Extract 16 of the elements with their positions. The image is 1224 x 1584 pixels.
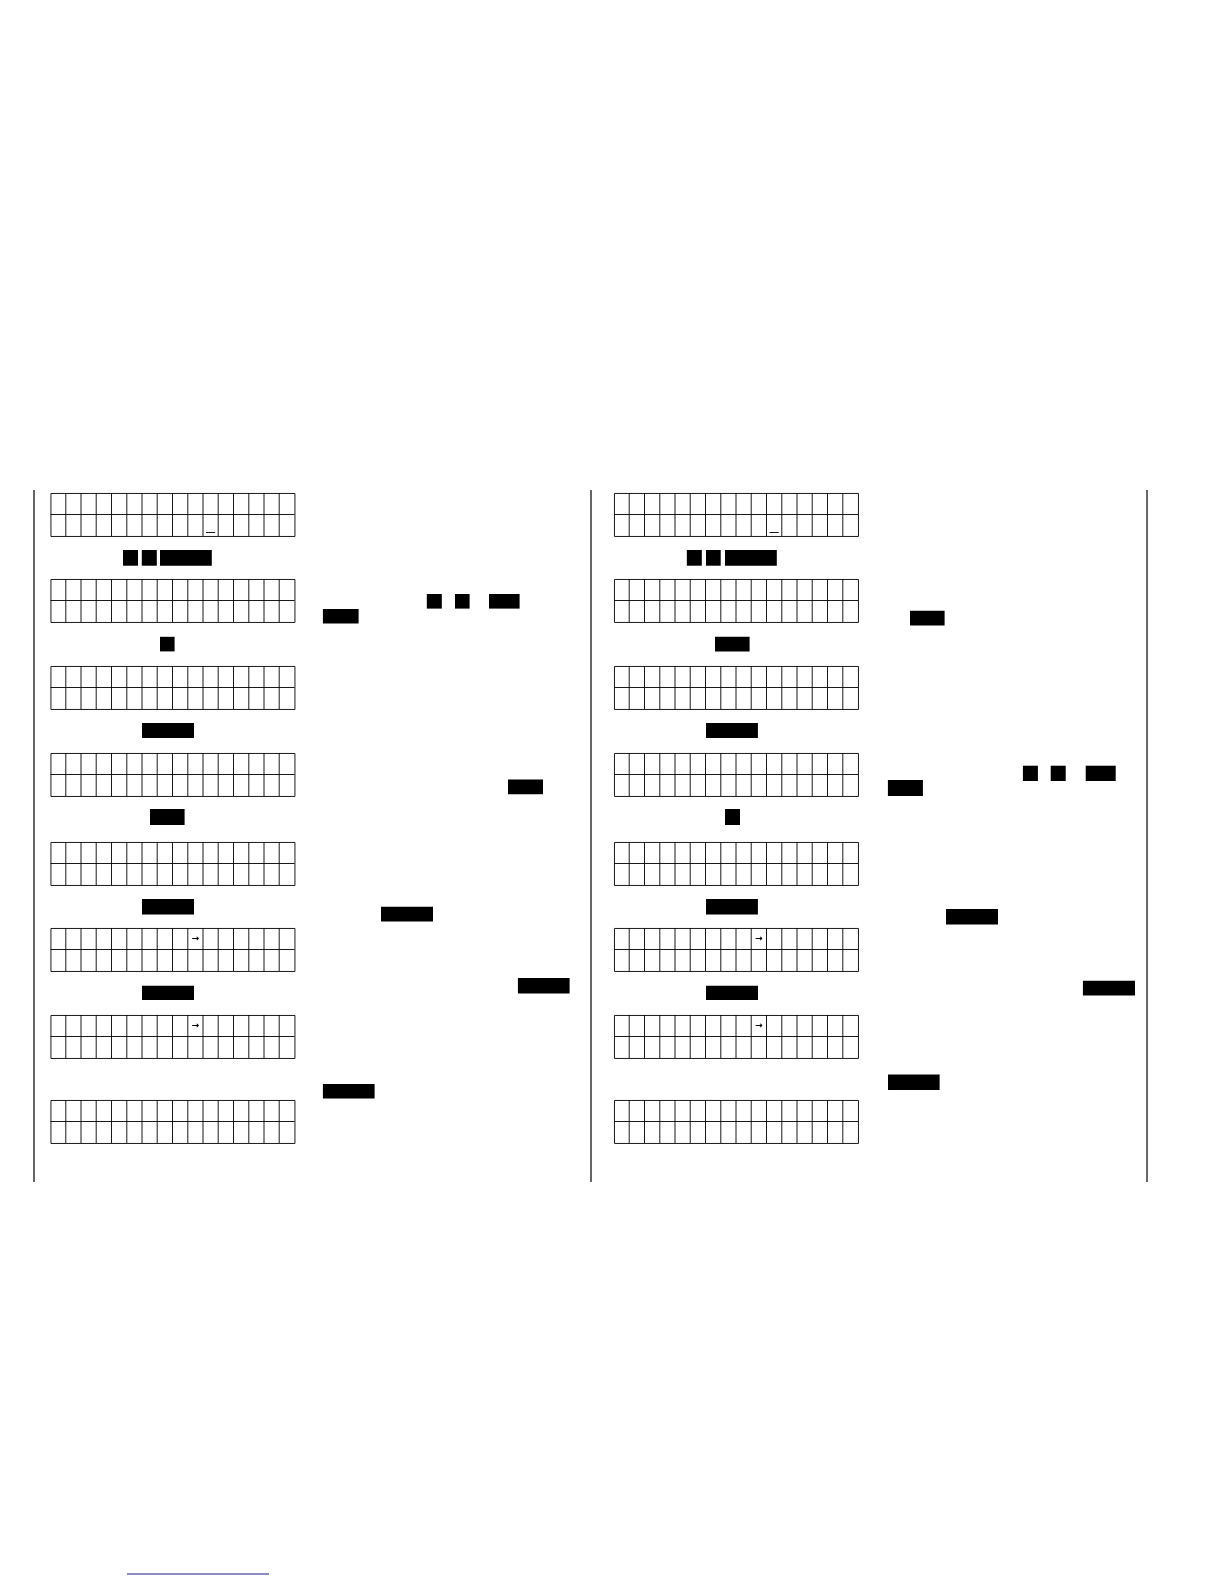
lcd-display: → [50, 1014, 296, 1059]
lcd-display: → [50, 927, 296, 972]
lcd-display [613, 1099, 859, 1144]
lcd-display [613, 665, 859, 710]
lcd-display [50, 752, 296, 797]
lcd-display [50, 841, 296, 886]
lcd-display: → [613, 1014, 859, 1059]
lcd-display [50, 578, 296, 623]
lcd-display [50, 492, 296, 537]
lcd-display: → [613, 927, 859, 972]
lcd-display [613, 492, 859, 537]
lcd-display [613, 841, 859, 886]
lcd-display [50, 1099, 296, 1144]
lcd-display [50, 665, 296, 710]
lcd-display [613, 752, 859, 797]
lcd-display [613, 578, 859, 623]
